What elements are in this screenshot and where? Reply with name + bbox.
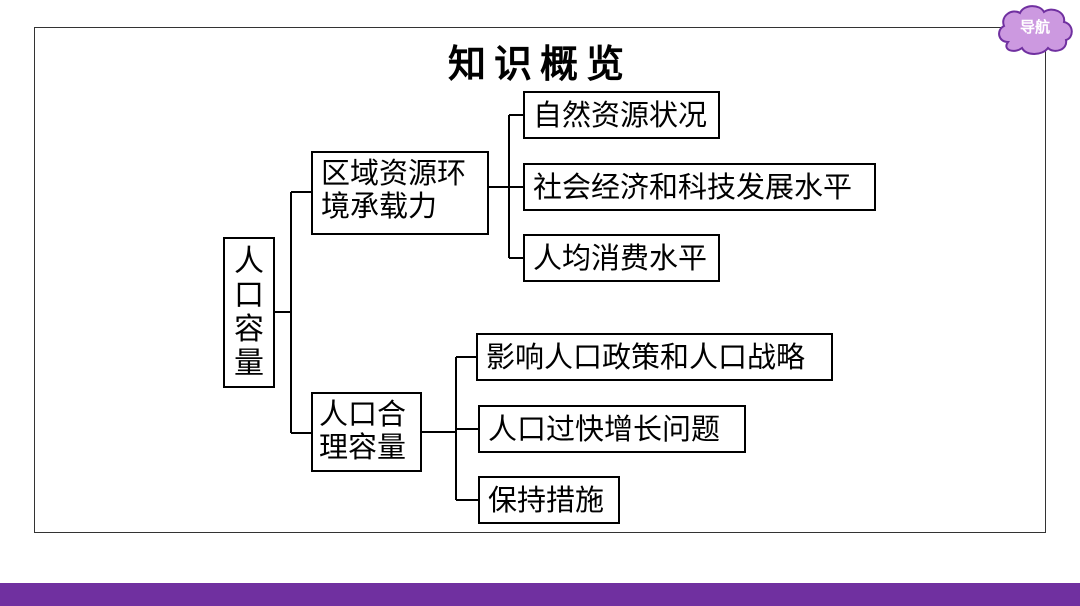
- root-node: 人口容量: [223, 237, 275, 388]
- cloud-icon: [998, 5, 1073, 55]
- branch-2-child-3: 保持措施: [478, 476, 620, 524]
- branch-1-child-3: 人均消费水平: [523, 234, 720, 282]
- branch-node-1: 区域资源环境承载力: [311, 151, 489, 235]
- branch-node-2: 人口合理容量: [311, 392, 422, 472]
- branch-2-child-2: 人口过快增长问题: [478, 405, 746, 453]
- page-title: 知识概览: [447, 42, 632, 86]
- nav-cloud-button[interactable]: [994, 2, 1076, 58]
- branch-1-child-1: 自然资源状况: [523, 91, 720, 139]
- bottom-bar: [0, 583, 1080, 606]
- branch-1-child-2: 社会经济和科技发展水平: [523, 163, 876, 211]
- branch-2-child-1: 影响人口政策和人口战略: [476, 333, 833, 381]
- content-frame: [34, 27, 1046, 533]
